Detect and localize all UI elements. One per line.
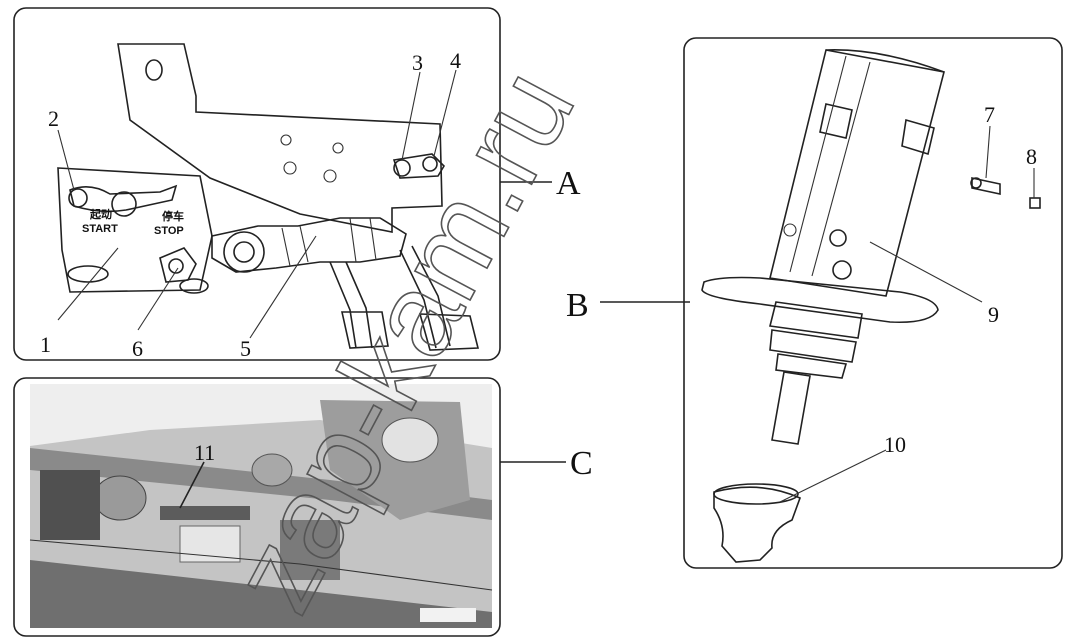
plate-slot	[179, 278, 209, 294]
tank-end	[381, 417, 439, 463]
plate-slot	[67, 265, 109, 283]
cylinder-port	[832, 260, 852, 280]
part-label-2: 2	[48, 106, 59, 131]
leader-line-11	[179, 461, 205, 509]
part-label-11: 11	[194, 440, 215, 465]
lever-knob	[68, 188, 88, 208]
seal-ring	[775, 353, 848, 379]
part-label-9: 9	[988, 302, 999, 327]
switch-plate	[57, 167, 213, 293]
photo-component	[40, 470, 100, 540]
start-label: START	[82, 223, 118, 235]
part-label-6: 6	[132, 336, 143, 361]
cylinder-lug	[901, 118, 935, 156]
leader-line-9	[869, 241, 983, 303]
cable	[399, 249, 437, 349]
part-label-5: 5	[240, 336, 251, 361]
mounting-bracket	[117, 43, 443, 233]
fitting-thread	[281, 217, 377, 267]
bracket-hole	[323, 169, 337, 183]
hose-fitting	[211, 217, 407, 273]
lower-housing	[769, 301, 863, 339]
part-label-7: 7	[984, 102, 995, 127]
bracket-slot	[145, 59, 163, 81]
part-label-1: 1	[40, 332, 51, 357]
valve-assembly	[160, 506, 250, 520]
dust-boot-rim	[713, 483, 799, 505]
photo-edge	[29, 539, 493, 591]
part-label-10: 10	[884, 432, 906, 457]
bracket-hole	[280, 134, 292, 146]
mounting-flange	[701, 276, 939, 324]
fitting-nut	[159, 247, 197, 283]
cylinder-port	[829, 229, 847, 247]
cable	[329, 261, 357, 349]
cylinder-lug	[819, 103, 853, 139]
cable	[411, 245, 451, 347]
section-label-b: B	[566, 287, 589, 324]
photo-highlight	[30, 384, 492, 448]
fitting-bore	[233, 241, 255, 263]
photo-component	[251, 453, 293, 487]
stop-label: STOP	[154, 225, 184, 237]
leader-line-7	[985, 125, 991, 179]
panel-b: 7 8 9 10	[683, 37, 1063, 569]
panel-a-frame	[13, 7, 501, 361]
bolt-head	[970, 177, 982, 189]
fitting-end	[223, 231, 265, 273]
panel-a: 起动 START 停车 STOP 2 3 4 1 6 5	[13, 7, 501, 361]
leader-line-1	[57, 247, 119, 321]
cylinder-top	[825, 49, 945, 73]
leader-line-5	[249, 235, 317, 339]
bracket-hole	[332, 142, 344, 154]
part-label-4: 4	[450, 48, 461, 73]
stop-label-cn: 停车	[162, 209, 184, 223]
photo-sticker	[420, 608, 476, 622]
lower-housing	[769, 329, 857, 363]
cable-sleeve	[418, 313, 480, 351]
frame-rail	[30, 560, 492, 628]
photo-component	[280, 520, 340, 580]
bracket-hole	[283, 161, 297, 175]
dust-boot	[713, 486, 802, 563]
leader-line-6	[137, 267, 179, 331]
cylinder-ridge	[789, 55, 871, 277]
cylinder-body	[769, 49, 945, 297]
leader-line-2	[57, 129, 75, 191]
leader-line-3	[401, 71, 421, 161]
panel-b-frame	[683, 37, 1063, 569]
nut	[1029, 197, 1041, 209]
part-label-8: 8	[1026, 144, 1037, 169]
cylinder-port	[783, 223, 797, 237]
adapter-bore	[422, 156, 438, 172]
lever-hub	[111, 191, 137, 217]
part-label-3: 3	[412, 50, 423, 75]
section-label-a: A	[556, 165, 581, 202]
panel-c: 11	[13, 377, 501, 637]
leader-line-10	[779, 449, 887, 503]
leader-line-4	[433, 69, 457, 157]
cable-sleeve	[341, 311, 389, 349]
photo-component	[93, 475, 147, 521]
cable	[345, 261, 373, 349]
fitting-bore	[168, 258, 184, 274]
section-label-c: C	[570, 445, 593, 482]
piston-rod	[771, 371, 811, 445]
start-label-cn: 起动	[89, 207, 112, 221]
valve-lever	[69, 184, 178, 213]
